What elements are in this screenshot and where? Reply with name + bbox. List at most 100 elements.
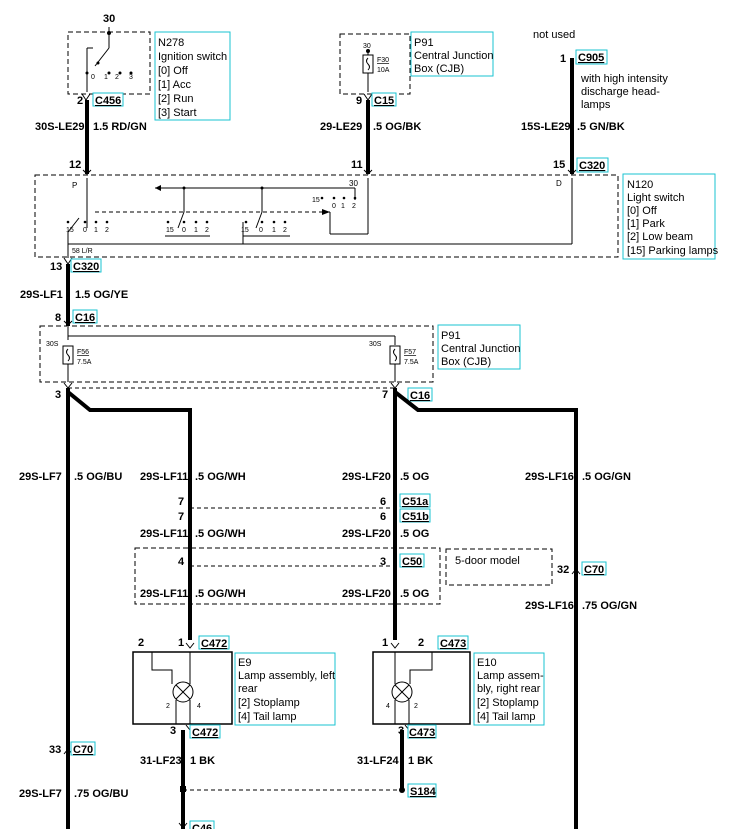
svg-text:.5 GN/BK: .5 GN/BK xyxy=(577,121,625,133)
svg-text:Box (CJB): Box (CJB) xyxy=(414,63,464,75)
svg-text:29S-LF1: 29S-LF1 xyxy=(20,289,63,301)
connector-c472-top: C472 xyxy=(201,638,227,650)
svg-text:9: 9 xyxy=(356,95,362,107)
connector-c320-bottom: C320 xyxy=(73,261,99,273)
svg-text:[1] Park: [1] Park xyxy=(627,218,665,230)
svg-text:11: 11 xyxy=(351,159,363,171)
svg-text:7.5A: 7.5A xyxy=(77,359,92,366)
svg-text:6: 6 xyxy=(380,511,386,523)
connector-c16-top: C16 xyxy=(75,312,95,324)
svg-text:P: P xyxy=(72,181,77,190)
svg-text:13: 13 xyxy=(50,261,62,273)
splice-s184 xyxy=(399,787,405,793)
connector-c70-right: C70 xyxy=(584,564,604,576)
p91-top-callout xyxy=(410,31,494,77)
svg-text:Central Junction: Central Junction xyxy=(441,343,521,355)
svg-text:rear: rear xyxy=(238,683,258,695)
n120-callout xyxy=(622,173,716,260)
n278-pos-0: [0] Off xyxy=(158,65,189,77)
svg-text:4: 4 xyxy=(178,556,185,568)
svg-text:[0] Off: [0] Off xyxy=(627,205,658,217)
p91-mid-outline xyxy=(39,325,434,383)
svg-text:Light switch: Light switch xyxy=(627,192,684,204)
svg-text:F30: F30 xyxy=(377,57,389,64)
svg-text:[2] Low beam: [2] Low beam xyxy=(627,231,693,243)
svg-text:15: 15 xyxy=(312,197,320,204)
connector-c51a: C51a xyxy=(402,496,429,508)
svg-text:Box (CJB): Box (CJB) xyxy=(441,356,491,368)
svg-text:4: 4 xyxy=(197,703,201,710)
n278-name: Ignition switch xyxy=(158,51,227,63)
svg-text:1: 1 xyxy=(341,203,345,210)
svg-text:1: 1 xyxy=(94,227,98,234)
svg-text:31-LF24: 31-LF24 xyxy=(357,755,399,767)
svg-text:.5 OG/WH: .5 OG/WH xyxy=(195,471,246,483)
svg-text:2: 2 xyxy=(205,227,209,234)
svg-text:Lamp assem-: Lamp assem- xyxy=(477,670,544,682)
svg-text:Central Junction: Central Junction xyxy=(414,50,494,62)
splice-s184-label: S184 xyxy=(410,786,437,798)
five-door-outline xyxy=(134,547,441,605)
svg-text:[2] Stoplamp: [2] Stoplamp xyxy=(238,697,300,709)
svg-text:P91: P91 xyxy=(441,330,461,342)
svg-text:[2] Stoplamp: [2] Stoplamp xyxy=(477,697,539,709)
connector-c472-bottom: C472 xyxy=(192,727,218,739)
svg-text:1.5 RD/GN: 1.5 RD/GN xyxy=(93,121,147,133)
svg-text:10A: 10A xyxy=(377,67,390,74)
five-door-box xyxy=(445,548,553,586)
svg-text:.5 OG: .5 OG xyxy=(400,588,429,600)
svg-text:.5 OG/BU: .5 OG/BU xyxy=(74,471,122,483)
svg-text:29S-LF20: 29S-LF20 xyxy=(342,528,391,540)
e10-lamp-body xyxy=(372,651,471,725)
n278-pos-1: [1] Acc xyxy=(158,79,192,91)
connector-c70-left: C70 xyxy=(73,744,93,756)
svg-text:1 BK: 1 BK xyxy=(190,755,215,767)
svg-text:1: 1 xyxy=(560,53,566,65)
svg-text:lamps: lamps xyxy=(581,99,611,111)
svg-text:29S-LF7: 29S-LF7 xyxy=(19,471,62,483)
not-used-label: not used xyxy=(533,29,575,41)
connector-c15: C15 xyxy=(374,95,394,107)
svg-text:.5 OG/WH: .5 OG/WH xyxy=(195,588,246,600)
svg-text:58 L/R: 58 L/R xyxy=(72,248,93,255)
svg-text:.5 OG: .5 OG xyxy=(400,528,429,540)
svg-text:15: 15 xyxy=(66,227,74,234)
svg-text:1: 1 xyxy=(194,227,198,234)
n278-pos-2: [2] Run xyxy=(158,93,193,105)
svg-text:2: 2 xyxy=(283,227,287,234)
svg-text:2: 2 xyxy=(352,203,356,210)
svg-text:discharge head-: discharge head- xyxy=(581,86,660,98)
connector-c905: C905 xyxy=(578,52,604,64)
svg-text:7: 7 xyxy=(382,389,388,401)
svg-text:7: 7 xyxy=(178,496,184,508)
svg-text:6: 6 xyxy=(380,496,386,508)
svg-text:F57: F57 xyxy=(404,349,416,356)
svg-text:30: 30 xyxy=(363,43,371,50)
svg-text:0: 0 xyxy=(91,74,95,81)
svg-text:1.5 OG/YE: 1.5 OG/YE xyxy=(75,289,128,301)
svg-text:3: 3 xyxy=(129,74,133,81)
svg-text:0: 0 xyxy=(83,227,87,234)
svg-text:0: 0 xyxy=(182,227,186,234)
svg-text:15S-LE29: 15S-LE29 xyxy=(521,121,571,133)
svg-text:8: 8 xyxy=(55,312,61,324)
svg-text:4: 4 xyxy=(386,703,390,710)
connector-c320-top: C320 xyxy=(579,160,605,172)
n278-pos-3: [3] Start xyxy=(158,107,197,119)
svg-text:7.5A: 7.5A xyxy=(404,359,419,366)
e9-callout xyxy=(234,652,336,726)
svg-text:29-LE29: 29-LE29 xyxy=(320,121,362,133)
svg-text:15: 15 xyxy=(166,227,174,234)
svg-text:E9: E9 xyxy=(238,657,251,669)
top-pin-label: 30 xyxy=(103,13,115,25)
svg-text:29S-LF16: 29S-LF16 xyxy=(525,600,574,612)
svg-text:30: 30 xyxy=(349,179,358,188)
svg-text:2: 2 xyxy=(138,637,144,649)
svg-text:with high intensity: with high intensity xyxy=(580,73,668,85)
svg-text:32: 32 xyxy=(557,564,569,576)
svg-text:12: 12 xyxy=(69,159,81,171)
svg-text:1: 1 xyxy=(104,74,108,81)
connector-c51b: C51b xyxy=(402,511,429,523)
svg-text:.5 OG/WH: .5 OG/WH xyxy=(195,528,246,540)
svg-text:29S-LF11: 29S-LF11 xyxy=(140,588,188,600)
